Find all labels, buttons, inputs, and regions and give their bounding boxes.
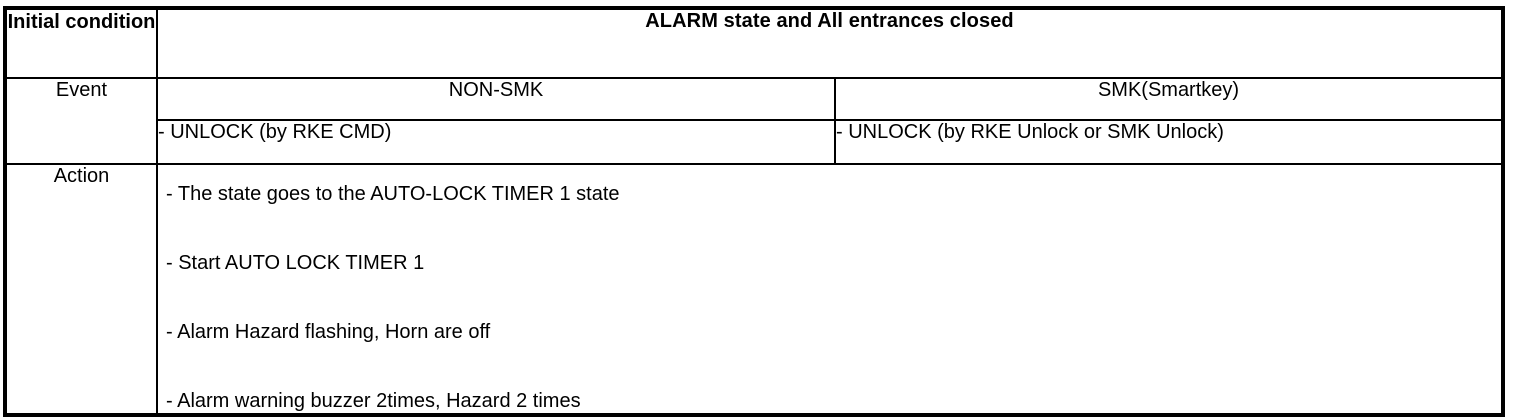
event-detail-smk: - UNLOCK (by RKE Unlock or SMK Unlock) [833,119,1505,165]
table-row-event-columns: Event NON-SMK SMK(Smartkey) [4,77,1505,165]
table-row-event-details: - UNLOCK (by RKE CMD) - UNLOCK (by RKE U… [5,119,1505,165]
alarm-state-spec-table: Initial condition ALARM state and All en… [3,6,1506,417]
table-row-initial-condition: Initial condition ALARM state and All en… [4,7,1505,79]
action-item-list: - The state goes to the AUTO-LOCK TIMER … [158,165,1501,413]
event-label: Event [4,77,158,165]
action-label: Action [4,163,158,416]
action-content-cell: - The state goes to the AUTO-LOCK TIMER … [155,163,1505,416]
event-column-header-non-smk: NON-SMK [156,77,836,121]
spec-table-container: Initial condition ALARM state and All en… [3,6,1506,417]
action-item: - Alarm warning buzzer 2times, Hazard 2 … [166,390,581,412]
action-item: - The state goes to the AUTO-LOCK TIMER … [166,183,620,205]
event-column-header-smk: SMK(Smartkey) [833,77,1505,121]
action-item: - Alarm Hazard flashing, Horn are off [166,321,491,343]
action-item: - Start AUTO LOCK TIMER 1 [166,252,425,274]
initial-condition-banner: ALARM state and All entrances closed [155,7,1505,79]
event-detail-non-smk: - UNLOCK (by RKE CMD) [156,119,836,165]
initial-condition-label: Initial condition [4,7,158,79]
table-row-action: Action - The state goes to the AUTO-LOCK… [4,163,1505,416]
